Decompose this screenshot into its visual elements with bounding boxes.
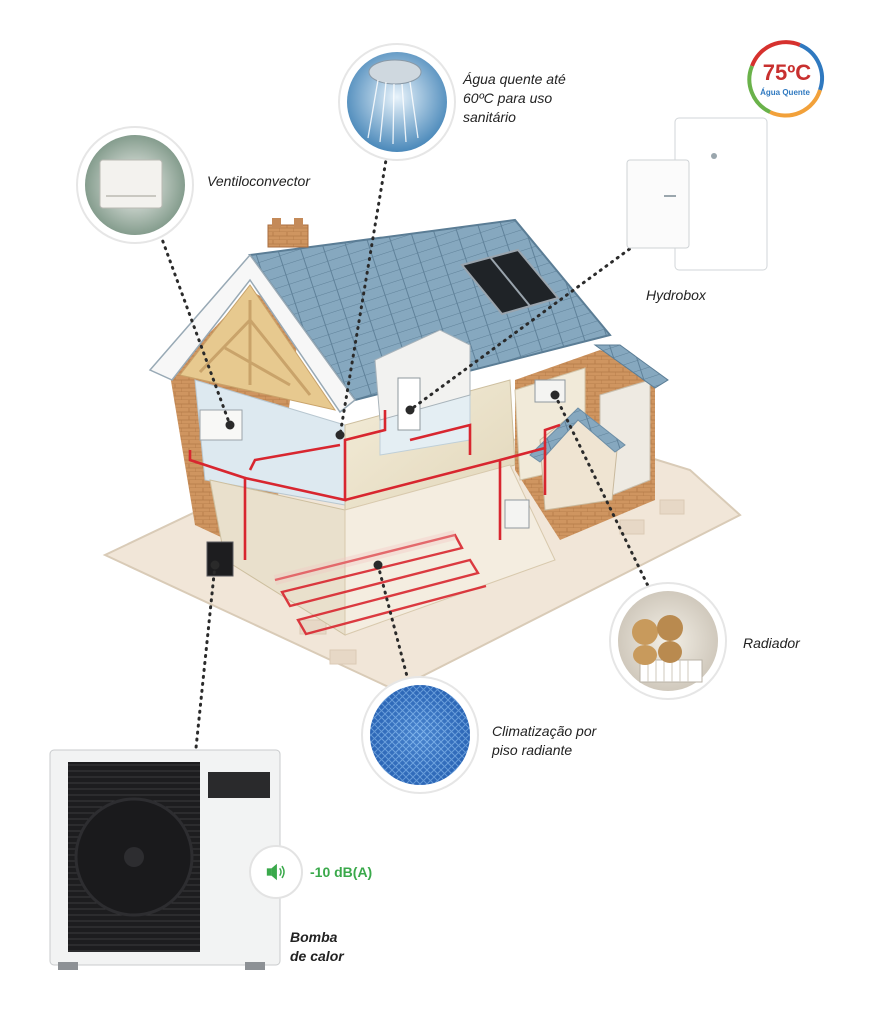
- callout-shower-photo: [338, 43, 456, 161]
- speaker-icon: [266, 863, 285, 881]
- callout-underfloor-photo: [361, 676, 479, 794]
- temperature-badge: [747, 40, 824, 118]
- connector-dot: [335, 430, 345, 440]
- roof-gable-front: [148, 253, 357, 414]
- hydrobox-unit-house: [397, 377, 421, 431]
- connector-dot: [550, 390, 560, 400]
- noise-reduction-value: -10 dB(A): [310, 864, 373, 880]
- label-hydrobox: Hydrobox: [646, 287, 706, 303]
- label-hot-water-line: sanitário: [463, 109, 516, 125]
- connector-dot: [405, 405, 415, 415]
- label-heat-pump-line: de calor: [290, 948, 344, 964]
- label-hot-water: Água quente até 60ºC para uso sanitário: [463, 70, 566, 127]
- label-underfloor: Climatização por piso radiante: [492, 722, 596, 760]
- underfloor-coils: [274, 533, 487, 636]
- radiator-unit-house: [534, 379, 566, 403]
- callout-fan-coil-photo: [76, 126, 194, 244]
- label-underfloor-line: Climatização por: [492, 723, 597, 739]
- connector-lines: [156, 146, 652, 750]
- callout-radiator-photo: [609, 582, 727, 700]
- badge-temperature: 75ºC: [762, 60, 812, 85]
- badge-subtitle: Água Quente: [760, 88, 810, 97]
- label-heat-pump-line: Bomba: [290, 929, 338, 945]
- heat-pump-unit: [49, 749, 281, 970]
- connector-dot: [373, 560, 383, 570]
- label-underfloor-line: piso radiante: [492, 742, 573, 758]
- fancoil-unit-house: [199, 409, 243, 441]
- hydrobox-product: [626, 117, 768, 271]
- heating-pipes: [188, 410, 561, 560]
- label-heat-pump: Bomba de calor: [290, 928, 344, 966]
- label-radiator: Radiador: [743, 635, 800, 651]
- heat-pump-outdoor-small: [206, 541, 234, 577]
- connector-dot: [210, 560, 220, 570]
- label-hot-water-line: Água quente até: [463, 71, 566, 87]
- roof-right: [593, 344, 669, 389]
- label-hot-water-line: 60ºC para uso: [463, 90, 553, 106]
- chimney: [267, 224, 309, 248]
- label-fan-coil: Ventiloconvector: [207, 173, 310, 189]
- connector-dot: [225, 420, 235, 430]
- porch-roof: [529, 407, 626, 463]
- radiator-unit-porch: [504, 499, 530, 529]
